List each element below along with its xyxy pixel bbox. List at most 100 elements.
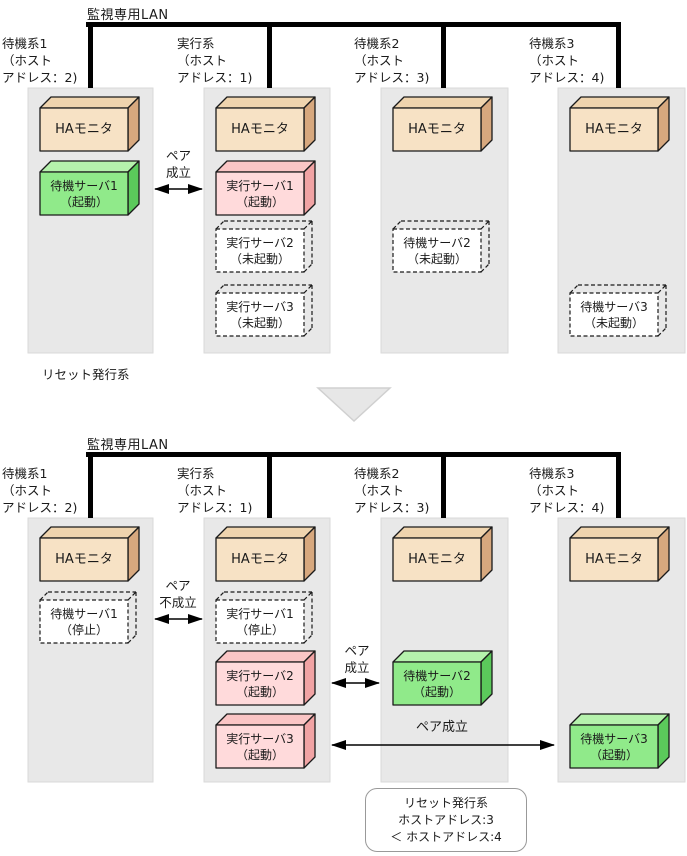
pair-label-line: ペア	[344, 643, 370, 658]
server-name: 実行サーバ3	[226, 731, 294, 746]
pair-label-line: ペア	[165, 148, 191, 163]
host-addr-line: （ホスト	[177, 483, 228, 498]
ha-monitor-box-bottom-4	[569, 526, 670, 582]
host-addr-line: アドレス：2)	[2, 70, 78, 85]
ha-monitor-label: HAモニタ	[55, 551, 113, 567]
server-name: 実行サーバ1	[226, 606, 294, 621]
server-box-exec1-top	[215, 160, 316, 216]
host-name: 待機系3	[529, 466, 575, 481]
pair-label-exec3-standby3: ペア成立	[415, 720, 468, 735]
host-addr-line: （ホスト	[354, 483, 405, 498]
host-label-standby2-top: 待機系2 （ホスト アドレス：3)	[354, 35, 429, 86]
server-state: （未起動）	[229, 315, 290, 330]
bottom-diagram	[27, 452, 686, 783]
ha-monitor-label: HAモニタ	[55, 121, 113, 137]
pair-label-exec2-standby2: ペア 成立	[328, 643, 386, 676]
server-label-standby2-top: 待機サーバ2 （未起動）	[393, 229, 481, 272]
host-addr-line: アドレス：3)	[354, 70, 430, 85]
server-name: 待機サーバ2	[403, 668, 471, 683]
server-box-standby3-bottom	[569, 713, 670, 769]
pair-label-line: ペア	[165, 578, 191, 593]
host-addr-line: アドレス：4)	[529, 500, 605, 515]
host-addr-line: アドレス：2)	[2, 500, 78, 515]
ha-monitor-label: HAモニタ	[231, 551, 289, 567]
server-state: （起動）	[412, 684, 461, 699]
server-name: 待機サーバ3	[580, 299, 648, 314]
ha-monitor-label: HAモニタ	[231, 121, 289, 137]
server-name: 実行サーバ2	[226, 668, 294, 683]
note-line: ホストアドレス:3	[398, 812, 494, 827]
server-name: 待機サーバ1	[50, 606, 118, 621]
pair-broken-label-bottom: ペア 不成立	[148, 578, 208, 611]
server-name: 待機サーバ2	[403, 235, 471, 250]
server-box-exec2-bottom	[215, 650, 316, 706]
host-addr-line: アドレス：1)	[177, 500, 253, 515]
host-addr-line: （ホスト	[529, 53, 580, 68]
host-label-exec-top: 実行系 （ホスト アドレス：1)	[177, 35, 252, 86]
host-label-exec-bottom: 実行系 （ホスト アドレス：1)	[177, 465, 252, 516]
host-name: 待機系3	[529, 36, 575, 51]
pair-label-line: 不成立	[159, 594, 197, 610]
host-addr-line: （ホスト	[2, 483, 53, 498]
server-box-exec1-bottom	[215, 591, 313, 644]
server-label-standby1-bottom: 待機サーバ1 （停止）	[40, 600, 128, 643]
lan-label-bottom: 監視専用LAN	[87, 438, 169, 453]
host-addr-line: アドレス：4)	[529, 70, 605, 85]
host-name: 実行系	[177, 466, 215, 481]
pair-label-line: 成立	[344, 659, 370, 675]
ha-monitor-label: HAモニタ	[408, 551, 466, 567]
server-box-standby1-top	[39, 160, 140, 216]
server-label-exec2-bottom: 実行サーバ2 （起動）	[216, 662, 304, 705]
host-name: 待機系2	[354, 466, 400, 481]
ha-monitor-box-top-2	[215, 96, 316, 152]
transition-arrow-triangle	[316, 387, 392, 423]
server-box-standby1-bottom	[39, 591, 137, 644]
host-addr-line: アドレス：1)	[177, 70, 253, 85]
server-box-standby3-top	[569, 284, 667, 337]
server-label-exec3-bottom: 実行サーバ3 （起動）	[216, 725, 304, 768]
ha-monitor-label: HAモニタ	[585, 121, 643, 137]
reset-issuer-label-top: リセット発行系	[42, 367, 130, 382]
server-box-standby2-top	[392, 220, 490, 273]
host-addr-line: （ホスト	[177, 53, 228, 68]
server-label-standby1-top: 待機サーバ1 （起動）	[40, 172, 128, 215]
host-name: 待機系2	[354, 36, 400, 51]
ha-monitor-box-top-4	[569, 96, 670, 152]
lan-label-top: 監視専用LAN	[87, 8, 169, 23]
server-state: （起動）	[235, 684, 284, 699]
server-state: （停止）	[235, 622, 284, 637]
host-label-standby1-top: 待機系1 （ホスト アドレス：2)	[2, 35, 77, 86]
server-name: 実行サーバ3	[226, 299, 294, 314]
server-state: （未起動）	[583, 315, 644, 330]
host-addr-line: （ホスト	[354, 53, 405, 68]
ha-monitor-box-top-3	[392, 96, 493, 152]
server-label-exec1-bottom: 実行サーバ1 （停止）	[216, 600, 304, 643]
pair-label-top: ペア 成立	[150, 148, 207, 181]
server-name: 待機サーバ1	[50, 178, 118, 193]
server-state: （未起動）	[406, 251, 467, 266]
ha-monitor-label: HAモニタ	[585, 551, 643, 567]
host-name: 待機系1	[2, 466, 48, 481]
server-state: （起動）	[59, 194, 108, 209]
host-name: 実行系	[177, 36, 215, 51]
ha-monitor-label: HAモニタ	[408, 121, 466, 137]
server-name: 実行サーバ1	[226, 178, 294, 193]
top-diagram	[27, 22, 686, 354]
server-box-exec3-bottom	[215, 713, 316, 769]
host-label-standby2-bottom: 待機系2 （ホスト アドレス：3)	[354, 465, 429, 516]
server-label-standby2-bottom: 待機サーバ2 （起動）	[393, 662, 481, 705]
host-name: 待機系1	[2, 36, 48, 51]
server-state: （停止）	[59, 622, 108, 637]
host-label-standby1-bottom: 待機系1 （ホスト アドレス：2)	[2, 465, 77, 516]
host-label-standby3-top: 待機系3 （ホスト アドレス：4)	[529, 35, 604, 86]
server-box-exec2-top	[215, 220, 313, 273]
server-label-exec2-top: 実行サーバ2 （未起動）	[216, 229, 304, 272]
ha-monitor-box-top-1	[39, 96, 140, 152]
server-name: 待機サーバ3	[580, 731, 648, 746]
host-addr-line: （ホスト	[2, 53, 53, 68]
server-label-exec1-top: 実行サーバ1 （起動）	[216, 172, 304, 215]
host-label-standby3-bottom: 待機系3 （ホスト アドレス：4)	[529, 465, 604, 516]
reset-issuer-note: リセット発行系 ホストアドレス:3 ＜ ホストアドレス:4	[365, 788, 527, 852]
